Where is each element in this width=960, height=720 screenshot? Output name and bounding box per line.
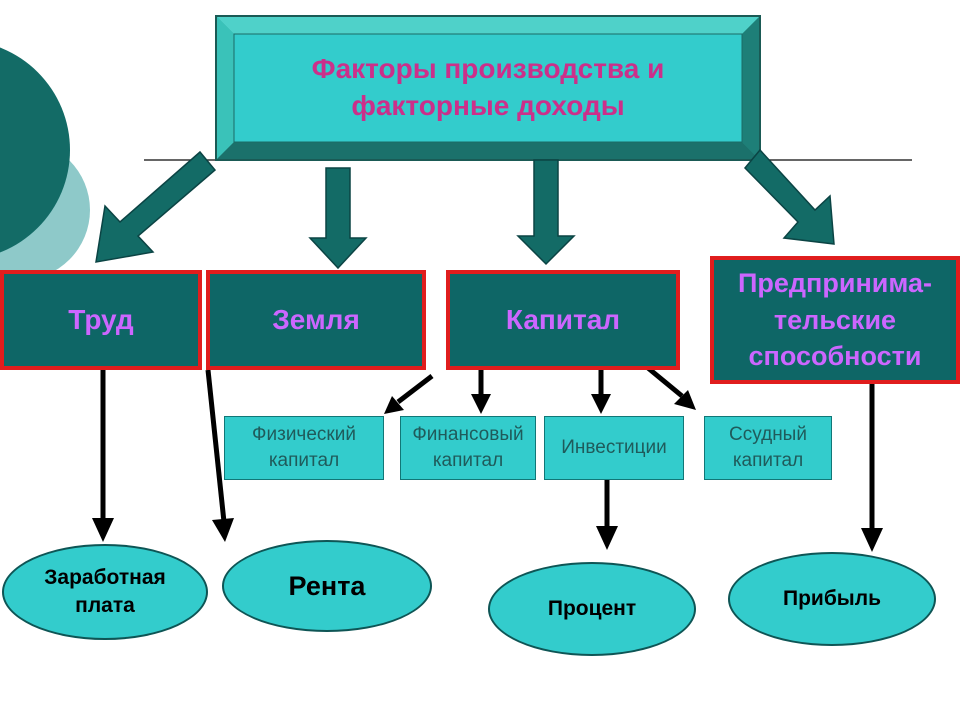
income-label: Рента: [288, 570, 366, 601]
income-label: Прибыль: [783, 586, 881, 610]
title-box: Факторы производства и факторные доходы: [216, 16, 760, 160]
arrow-kapital-physical: [396, 374, 434, 404]
income-label: Заработная плата: [44, 565, 166, 617]
arrow-to-zemlya: [308, 167, 368, 270]
income-profit: Прибыль: [728, 552, 936, 646]
factor-label: Труд: [68, 304, 134, 335]
arrow-zemlya-rent: [205, 369, 227, 523]
factor-label: Земля: [272, 304, 360, 335]
income-wage: Заработная плата: [2, 544, 208, 640]
arrow-to-trud: [95, 150, 217, 263]
arrow-to-kapital: [516, 159, 576, 266]
factor-label: Капитал: [505, 304, 621, 335]
factor-label: Предпринима-тельские способности: [738, 268, 932, 372]
decor-circle-dark: [0, 47, 70, 253]
title-box-bevel: [215, 15, 761, 161]
factor-trud: Труд: [0, 270, 202, 370]
arrow-kapital-loan: [646, 366, 684, 398]
capital-form-label: Физический капитал: [252, 424, 356, 471]
capital-financial: Финансовый капитал: [400, 416, 536, 480]
factor-kapital: Капитал: [446, 270, 680, 370]
capital-loan: Ссудный капитал: [704, 416, 832, 480]
factor-zemlya: Земля: [206, 270, 426, 370]
factor-predprinimatelskie: Предпринима-тельские способности: [710, 256, 960, 384]
capital-form-label: Финансовый капитал: [412, 424, 524, 471]
capital-form-label: Ссудный капитал: [729, 424, 807, 471]
capital-form-label: Инвестиции: [561, 437, 667, 459]
income-percent: Процент: [488, 562, 696, 656]
income-rent: Рента: [222, 540, 432, 632]
capital-investments: Инвестиции: [544, 416, 684, 480]
diagram-title: Факторы производства и факторные доходы: [311, 53, 665, 121]
capital-physical: Физический капитал: [224, 416, 384, 480]
income-label: Процент: [547, 596, 637, 620]
arrow-to-predprin: [743, 148, 835, 245]
